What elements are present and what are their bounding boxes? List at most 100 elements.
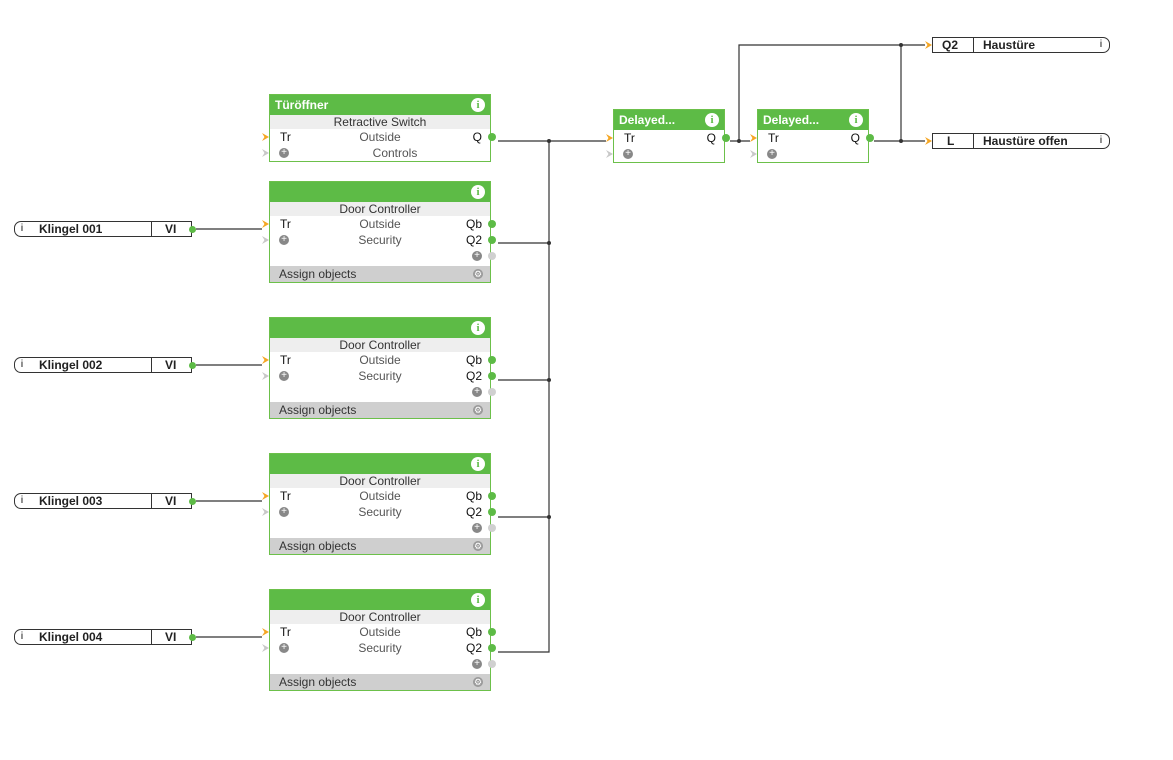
add-input-icon[interactable]: + [767, 149, 777, 159]
assign-objects-label: Assign objects [279, 403, 357, 417]
output-port-qb[interactable] [488, 492, 496, 500]
output-port-q2[interactable] [488, 508, 496, 516]
output-port-extra[interactable] [488, 660, 496, 668]
block-header[interactable]: Türöffner i [270, 95, 490, 115]
input-port-extra[interactable] [750, 150, 757, 158]
input-type: VI [165, 222, 177, 236]
add-input-icon[interactable]: + [279, 235, 289, 245]
add-input-icon[interactable]: + [623, 149, 633, 159]
input-klingel-001[interactable]: i Klingel 001 VI [14, 221, 192, 237]
output-port-q2[interactable] [488, 236, 496, 244]
settings-icon[interactable]: ⚙ [473, 269, 483, 279]
output-connector[interactable] [925, 41, 932, 49]
port-value: Outside [359, 217, 401, 231]
add-output-icon[interactable]: + [472, 523, 482, 533]
input-port-extra[interactable] [262, 236, 269, 244]
door-controller-block-4[interactable]: i Door Controller Tr Outside Qb + Securi… [262, 589, 496, 691]
output-port-q[interactable] [488, 133, 496, 141]
input-port-tr[interactable] [262, 628, 269, 636]
input-port-tr[interactable] [606, 134, 613, 142]
add-input-icon[interactable]: + [279, 507, 289, 517]
info-icon[interactable]: i [1099, 39, 1103, 50]
output-port-qb[interactable] [488, 220, 496, 228]
block-header[interactable]: i [270, 590, 490, 610]
add-input-icon[interactable]: + [279, 371, 289, 381]
block-row-add-input: + [606, 146, 724, 162]
door-controller-block-2[interactable]: i Door Controller Tr Outside Qb + Securi… [262, 317, 496, 419]
port-label-q2: Q2 [465, 369, 482, 383]
block-header[interactable]: i [270, 318, 490, 338]
door-controller-block-3[interactable]: i Door Controller Tr Outside Qb + Securi… [262, 453, 496, 555]
assign-objects-bar[interactable]: Assign objects ⚙ [270, 266, 490, 282]
output-port-q[interactable] [866, 134, 874, 142]
info-icon[interactable]: i [20, 359, 24, 370]
output-port-q[interactable] [722, 134, 730, 142]
input-port-extra[interactable] [262, 149, 269, 157]
info-icon[interactable]: i [471, 321, 485, 335]
info-icon[interactable]: i [849, 113, 863, 127]
input-port-extra[interactable] [262, 508, 269, 516]
delayed-block-2[interactable]: Delayed... i Tr Q + [750, 109, 874, 163]
add-output-icon[interactable]: + [472, 251, 482, 261]
settings-icon[interactable]: ⚙ [473, 541, 483, 551]
info-icon[interactable]: i [20, 631, 24, 642]
input-port-extra[interactable] [262, 372, 269, 380]
add-output-icon[interactable]: + [472, 387, 482, 397]
output-connector[interactable] [925, 137, 932, 145]
settings-icon[interactable]: ⚙ [473, 405, 483, 415]
block-header[interactable]: i [270, 182, 490, 202]
input-port-tr[interactable] [262, 133, 269, 141]
block-header[interactable]: i [270, 454, 490, 474]
tueroeffner-block[interactable]: Türöffner i Retractive Switch Tr Outside… [262, 94, 496, 162]
info-icon[interactable]: i [471, 457, 485, 471]
input-connector[interactable] [189, 362, 196, 369]
settings-icon[interactable]: ⚙ [473, 677, 483, 687]
output-port-extra[interactable] [488, 524, 496, 532]
input-connector[interactable] [189, 498, 196, 505]
output-name: Haustüre offen [983, 134, 1068, 148]
info-icon[interactable]: i [471, 593, 485, 607]
output-haustuere[interactable]: Q2 Haustüre i [932, 37, 1110, 53]
info-icon[interactable]: i [471, 185, 485, 199]
block-row-security: + Security Q2 [262, 368, 496, 384]
info-icon[interactable]: i [20, 495, 24, 506]
input-port-tr[interactable] [262, 220, 269, 228]
input-klingel-002[interactable]: i Klingel 002 VI [14, 357, 192, 373]
input-klingel-003[interactable]: i Klingel 003 VI [14, 493, 192, 509]
output-port-q2[interactable] [488, 372, 496, 380]
info-icon[interactable]: i [1099, 135, 1103, 146]
output-port-extra[interactable] [488, 252, 496, 260]
add-output-icon[interactable]: + [472, 659, 482, 669]
block-header[interactable]: Delayed... i [614, 110, 724, 130]
delayed-block-1[interactable]: Delayed... i Tr Q + [606, 109, 730, 163]
port-label-tr: Tr [624, 131, 635, 145]
info-icon[interactable]: i [705, 113, 719, 127]
input-connector[interactable] [189, 226, 196, 233]
output-port-extra[interactable] [488, 388, 496, 396]
output-port-q2[interactable] [488, 644, 496, 652]
door-controller-block-1[interactable]: i Door Controller Tr Outside Qb + Securi… [262, 181, 496, 283]
output-port-qb[interactable] [488, 628, 496, 636]
add-input-icon[interactable]: + [279, 148, 289, 158]
input-klingel-004[interactable]: i Klingel 004 VI [14, 629, 192, 645]
input-connector[interactable] [189, 634, 196, 641]
assign-objects-bar[interactable]: Assign objects ⚙ [270, 538, 490, 554]
input-port-extra[interactable] [262, 644, 269, 652]
info-icon[interactable]: i [471, 98, 485, 112]
output-port-qb[interactable] [488, 356, 496, 364]
assign-objects-bar[interactable]: Assign objects ⚙ [270, 674, 490, 690]
input-port-tr[interactable] [262, 356, 269, 364]
output-haustuere-offen[interactable]: L Haustüre offen i [932, 133, 1110, 149]
add-input-icon[interactable]: + [279, 643, 289, 653]
block-row-tr: Tr Q [750, 130, 874, 146]
input-port-tr[interactable] [262, 492, 269, 500]
assign-objects-bar[interactable]: Assign objects ⚙ [270, 402, 490, 418]
block-title: Delayed... [763, 113, 820, 127]
block-row-add-output: + [270, 656, 496, 672]
info-icon[interactable]: i [20, 223, 24, 234]
block-subtitle: Door Controller [270, 474, 490, 488]
block-row-security: + Security Q2 [262, 232, 496, 248]
input-port-extra[interactable] [606, 150, 613, 158]
input-port-tr[interactable] [750, 134, 757, 142]
block-header[interactable]: Delayed... i [758, 110, 868, 130]
